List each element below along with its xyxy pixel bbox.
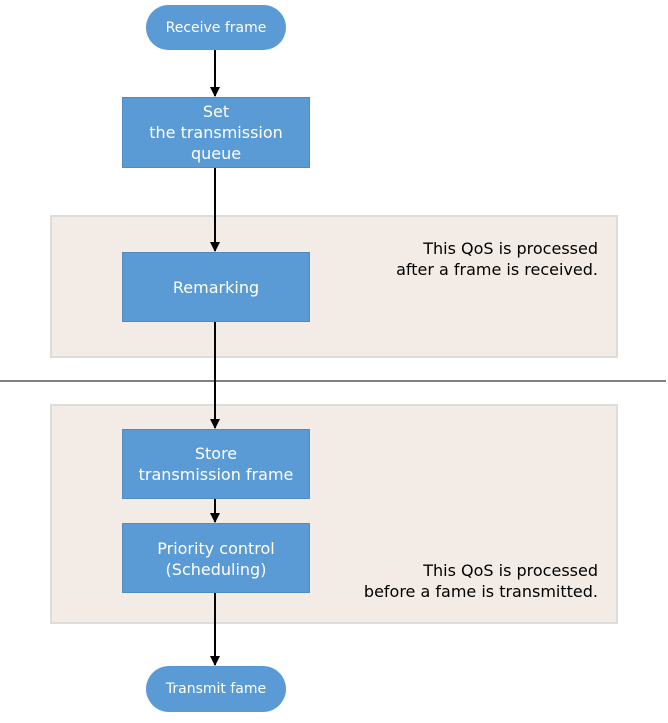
- store-transmission-frame-box: Store transmission frame: [122, 429, 310, 499]
- section-divider: [0, 380, 666, 382]
- note-before-transmitted: This QoS is processed before a fame is t…: [363, 561, 598, 601]
- set-transmission-queue-box: Set the transmission queue: [122, 97, 310, 168]
- priority-control-box: Priority control (Scheduling): [122, 523, 310, 593]
- receive-frame-terminal: Receive frame: [146, 5, 286, 50]
- transmit-frame-terminal: Transmit fame: [146, 666, 286, 712]
- remarking-box: Remarking: [122, 252, 310, 322]
- note-after-received: This QoS is processed after a frame is r…: [396, 239, 598, 279]
